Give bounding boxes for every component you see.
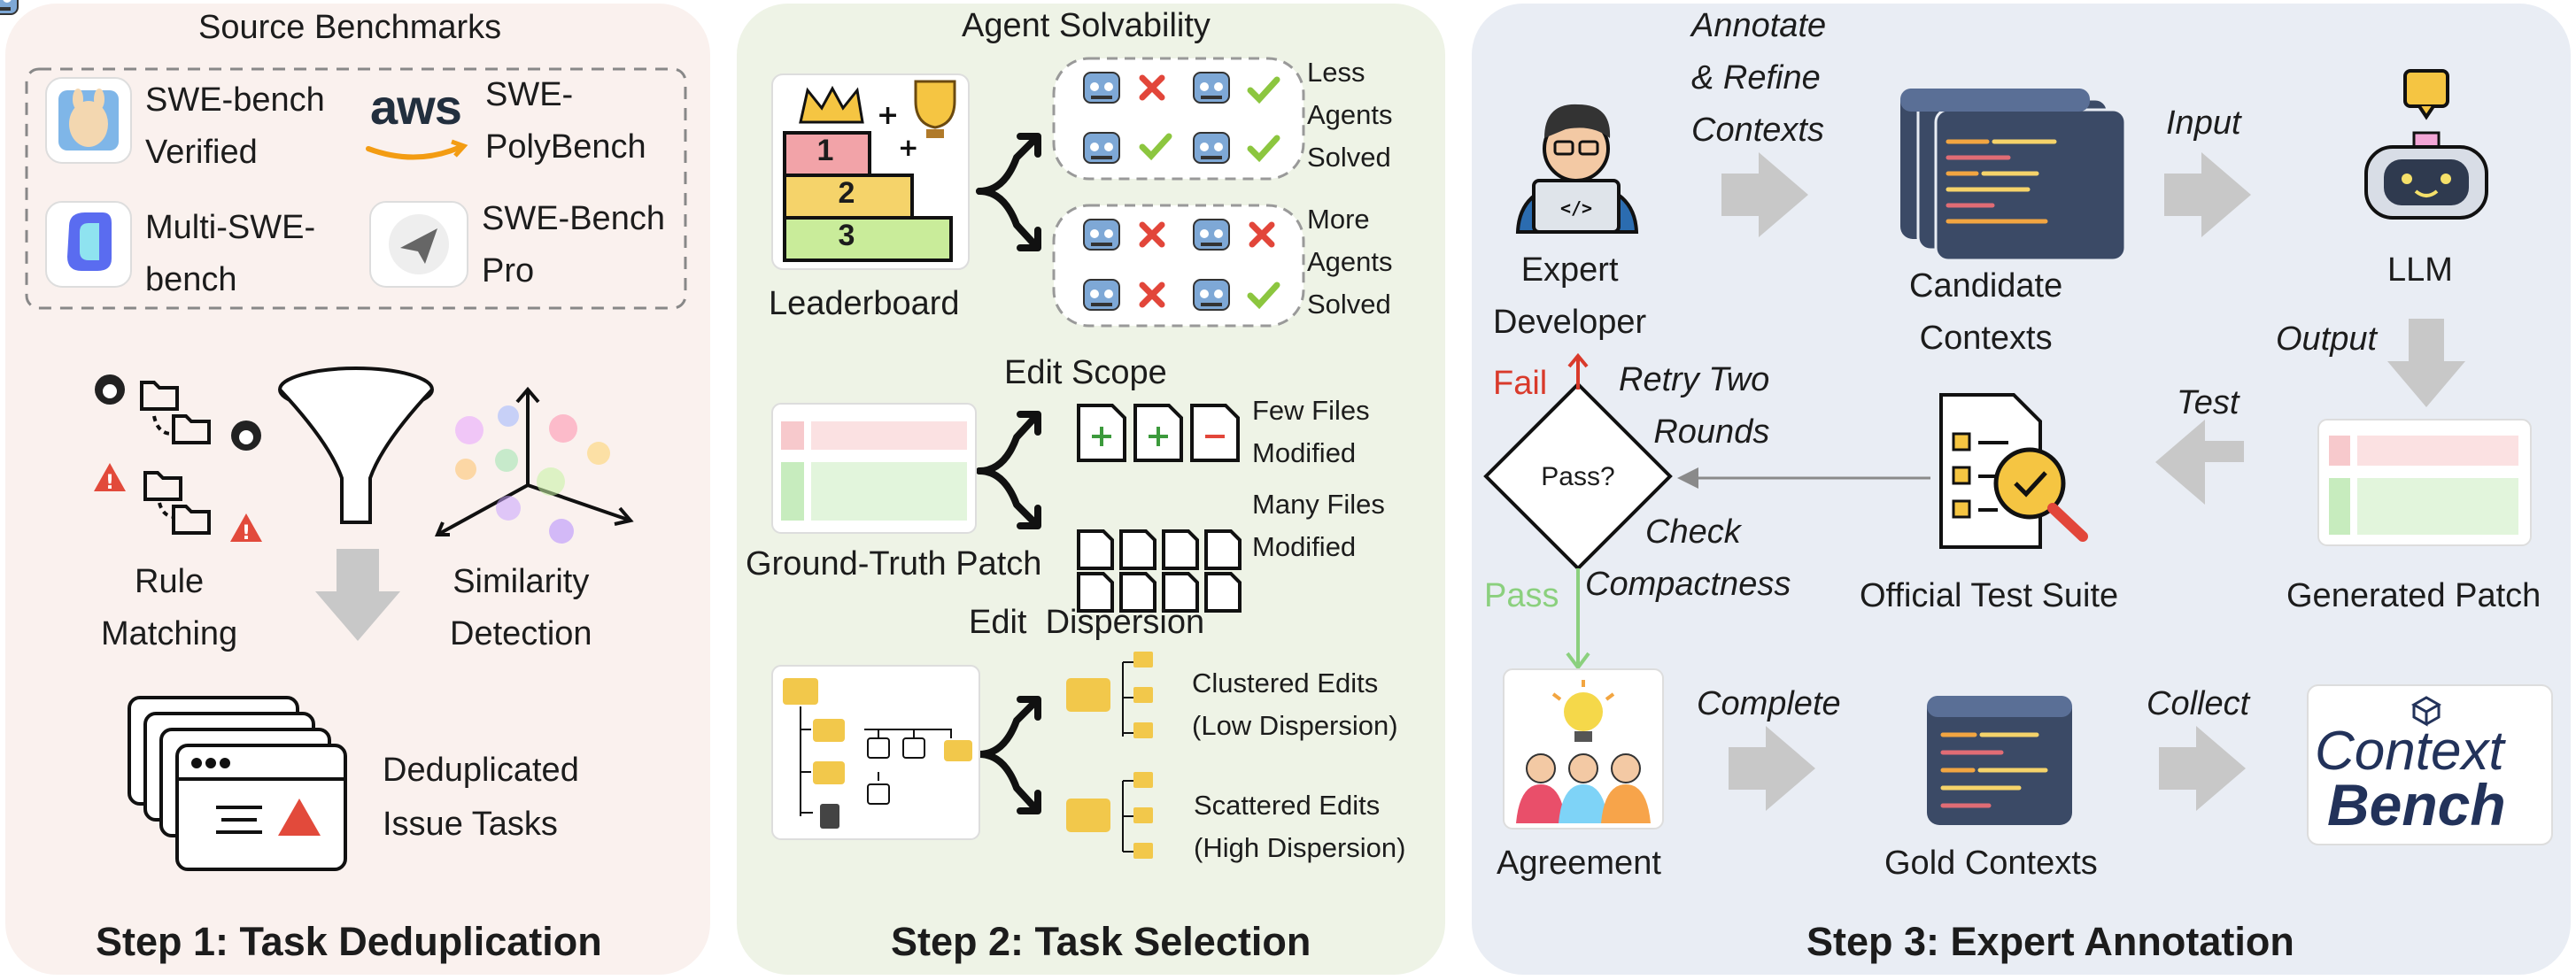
tree-lines	[1122, 661, 1133, 853]
expert-developer-label: Expert Developer	[1493, 251, 1647, 341]
svg-text:+: +	[877, 100, 899, 131]
more-agents-solved-label: More Agents Solved	[1307, 204, 1393, 320]
svg-text:!: !	[242, 522, 251, 544]
ground-truth-patch-card	[771, 403, 977, 534]
agent-solvability-title: Agent Solvability	[962, 7, 1211, 44]
candidate-contexts-label: Candidate Contexts	[1909, 267, 2063, 357]
input-label: Input	[2166, 104, 2241, 142]
developer-icon: </>	[1515, 104, 1639, 234]
aws-logo	[366, 139, 468, 160]
few-files-label: Few Files Modified	[1252, 395, 1370, 469]
podium-rank-2: 2	[838, 176, 855, 210]
benchmark-swe-bench-verified: SWE-bench Verified	[145, 81, 325, 171]
leaderboard-label: Leaderboard	[769, 285, 960, 322]
paper-plane-icon	[369, 201, 468, 288]
pass-question-label: Pass?	[1541, 462, 1615, 491]
step2-title: Step 2: Task Selection	[891, 919, 1311, 964]
pass-arrow	[1566, 568, 1590, 671]
less-agents-solved-label: Less Agents Solved	[1307, 57, 1393, 174]
warning-icon: ! !	[94, 463, 262, 544]
github-icon	[95, 374, 261, 451]
multi-swe-logo	[45, 201, 132, 288]
agreement-icon	[1503, 668, 1664, 830]
down-arrow-step1	[315, 549, 400, 641]
scattered-edits-label: Scattered Edits (High Dispersion)	[1194, 790, 1406, 864]
trophy-icon	[914, 80, 956, 129]
folder-tree-card	[771, 665, 980, 840]
gold-contexts-icon	[1927, 696, 2072, 825]
edit-dispersion-title: Edit Dispersion	[969, 604, 1205, 641]
llm-robot-icon	[2364, 69, 2488, 220]
step3-title: Step 3: Expert Annotation	[1806, 919, 2294, 964]
svg-text:!: !	[105, 472, 114, 494]
llama-icon	[45, 77, 132, 164]
test-suite-icon	[1939, 393, 2088, 549]
contextbench-logo-bench: Bench	[2327, 772, 2506, 837]
cross-check-marks	[1139, 74, 1280, 310]
crown-icon	[799, 85, 864, 124]
generated-patch-label: Generated Patch	[2286, 577, 2541, 614]
fail-label: Fail	[1493, 365, 1548, 402]
deduplicated-tasks-label: Deduplicated Issue Tasks	[383, 752, 579, 843]
rule-matching-label: Rule Matching	[101, 563, 238, 652]
stacked-windows-icon	[128, 696, 347, 871]
podium-rank-1: 1	[816, 134, 834, 167]
output-label: Output	[2276, 320, 2378, 358]
llm-label: LLM	[2387, 251, 2453, 289]
branch-arrows	[976, 133, 1041, 814]
annotate-refine-label: Annotate & Refine Contexts	[1691, 7, 1827, 149]
official-test-suite-label: Official Test Suite	[1860, 577, 2119, 614]
retry-two-rounds-label: Retry Two Rounds	[1619, 361, 1770, 451]
svg-text:+: +	[898, 133, 918, 162]
contextbench-mark-icon	[2410, 696, 2442, 727]
similarity-detection-label: Similarity Detection	[450, 563, 592, 652]
pass-label: Pass	[1484, 577, 1559, 614]
source-benchmarks-title: Source Benchmarks	[198, 9, 502, 46]
small-folder-icons	[1066, 652, 1153, 859]
generated-patch-card	[2317, 419, 2532, 546]
contextbench-logo-context: Context	[2315, 721, 2504, 782]
clustered-edits-label: Clustered Edits (Low Dispersion)	[1192, 667, 1398, 742]
aws-logo-text: aws	[370, 79, 462, 135]
benchmarks-dashed-box	[25, 67, 687, 310]
folder-icon	[140, 381, 211, 535]
agreement-label: Agreement	[1497, 845, 1661, 882]
ground-truth-patch-label: Ground-Truth Patch	[746, 545, 1042, 583]
many-files-label: Many Files Modified	[1252, 489, 1385, 563]
step1-title: Step 1: Task Deduplication	[96, 919, 602, 964]
podium-rank-3: 3	[838, 219, 855, 252]
robot-icons	[0, 0, 19, 15]
collect-label: Collect	[2147, 685, 2250, 722]
benchmark-swe-polybench: SWE- PolyBench	[485, 76, 646, 166]
warning-icon-windows	[278, 799, 321, 836]
contextbench-logo-box	[2307, 684, 2553, 845]
scatter-axes-icon	[434, 386, 634, 536]
complete-label: Complete	[1697, 685, 1841, 722]
fail-arrow	[1567, 352, 1589, 390]
funnel-icon	[278, 367, 434, 524]
leaderboard-card: + +	[771, 73, 970, 270]
check-compactness-label: Check Compactness	[1585, 513, 1791, 603]
gray-arrows	[1721, 152, 2465, 811]
benchmark-swe-bench-pro: SWE-Bench Pro	[482, 200, 665, 289]
edit-scope-title: Edit Scope	[1004, 354, 1167, 391]
test-label: Test	[2177, 384, 2239, 421]
svg-text:</>: </>	[1560, 197, 1592, 219]
benchmark-multi-swe-bench: Multi-SWE- bench	[145, 209, 316, 298]
candidate-contexts-icon	[1900, 89, 2127, 262]
diff-marks	[1092, 427, 1225, 446]
scatter-points	[455, 405, 610, 544]
gold-contexts-label: Gold Contexts	[1884, 845, 2098, 882]
